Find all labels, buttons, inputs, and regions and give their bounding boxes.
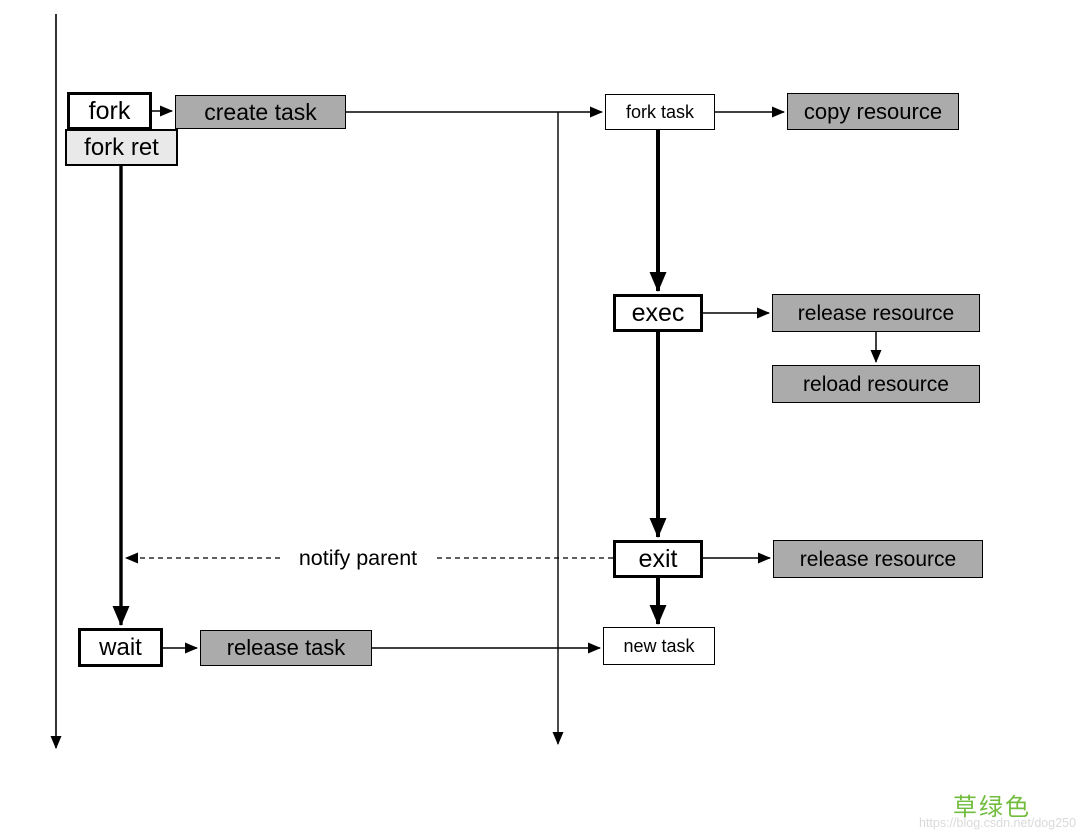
node-wait[interactable]: wait [78, 628, 163, 667]
brand-text: 草绿色 [953, 794, 1031, 821]
watermark-url: https://blog.csdn.net/dog250 [919, 816, 1077, 830]
node-copy-resource[interactable]: copy resource [787, 93, 959, 130]
node-exec[interactable]: exec [613, 294, 703, 332]
node-fork-task[interactable]: fork task [605, 94, 715, 130]
node-create-task[interactable]: create task [175, 95, 346, 129]
node-release-resource-after-exec[interactable]: release resource [772, 294, 980, 332]
node-fork[interactable]: fork [67, 92, 152, 130]
node-reload-resource[interactable]: reload resource [772, 365, 980, 403]
edge-label-notify-parent: notify parent [281, 545, 435, 571]
node-exit[interactable]: exit [613, 540, 703, 578]
node-release-task[interactable]: release task [200, 630, 372, 666]
node-release-resource-after-exit[interactable]: release resource [773, 540, 983, 578]
node-new-task[interactable]: new task [603, 627, 715, 665]
node-fork-ret[interactable]: fork ret [65, 129, 178, 166]
